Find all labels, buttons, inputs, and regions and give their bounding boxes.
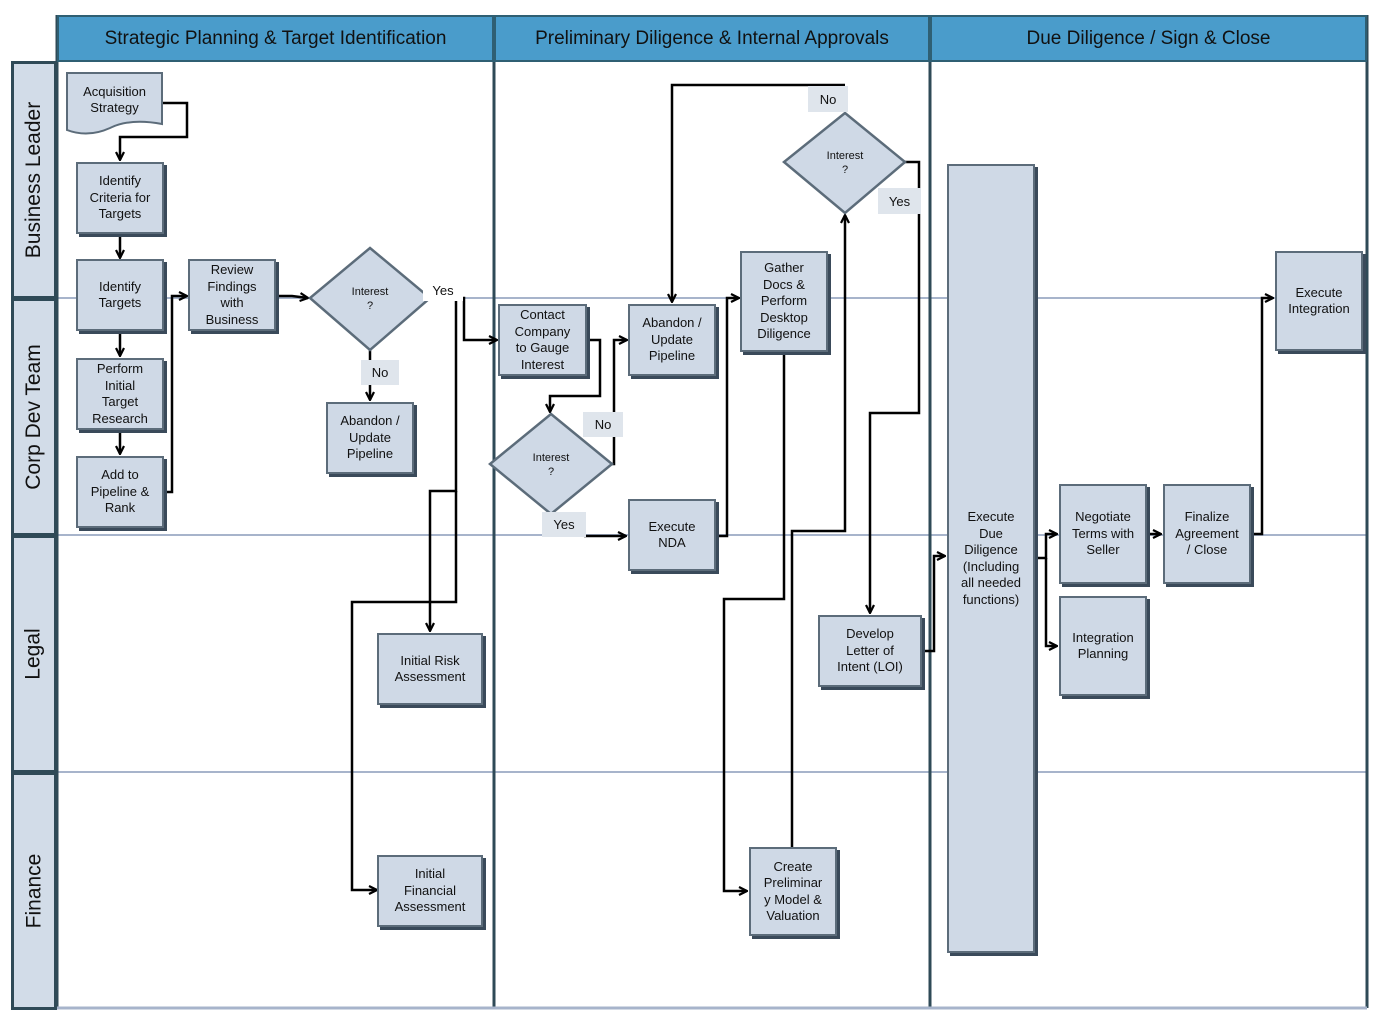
edge-model-interest3 [790,215,845,847]
phase-header-strategic: Strategic Planning & Target Identificati… [57,15,494,62]
node-perform-research: Perform Initial Target Research [76,358,164,430]
lane-label-text: Legal [22,628,46,680]
node-initial-risk: Initial Risk Assessment [377,633,483,705]
node-integration-planning: Integration Planning [1059,596,1147,696]
edge-nda-gather [716,298,739,538]
edge-label-no-1: No [361,360,399,385]
decision-interest-1-label: Interest ? [351,286,389,312]
decision-interest-2-label: Interest ? [532,452,570,478]
edge-add-review [164,296,187,494]
edge-review-interest1 [276,296,308,298]
edge-label-yes-1: Yes [423,279,463,301]
lane-label-text: Corp Dev Team [22,344,46,490]
edge-dd-negotiate [1035,534,1057,560]
lane-business-leader: Business Leader [11,61,57,299]
lane-corp-dev-team: Corp Dev Team [11,298,57,536]
edge-interest3-yes-loi [870,160,921,613]
edge-interest2-no-abandon [612,340,627,466]
edge-dd-integration-planning [1044,558,1057,646]
node-identify-criteria: Identify Criteria for Targets [76,162,164,234]
edge-label-yes-3: Yes [878,188,921,214]
edge-label-no-3: No [808,86,848,112]
edge-gather-model [722,352,786,891]
edge-yes-risk [430,298,458,631]
lane-finance: Finance [11,772,57,1010]
phase-header-due-diligence: Due Diligence / Sign & Close [930,15,1367,62]
node-finalize-agreement: Finalize Agreement / Close [1163,484,1251,584]
edge-contact-interest2 [550,338,602,412]
decision-interest-1 [308,246,432,352]
node-abandon-1: Abandon / Update Pipeline [326,402,414,474]
edge-finalize-integration [1251,298,1273,536]
decision-interest-3 [782,111,907,215]
node-abandon-2: Abandon / Update Pipeline [628,304,716,376]
node-develop-loi: Develop Letter of Intent (LOI) [818,615,922,687]
lane-legal: Legal [11,535,57,773]
node-create-model: Create Preliminar y Model & Valuation [749,847,837,936]
node-execute-nda: Execute NDA [628,499,716,571]
lane-label-text: Finance [22,853,45,929]
document-acquisition-strategy [66,72,163,135]
node-execute-integration: Execute Integration [1275,251,1363,351]
edge-interest3-no-abandon [672,83,845,302]
node-gather-docs: Gather Docs & Perform Desktop Diligence [740,251,828,352]
edge-strategy-criteria [120,101,189,160]
node-acquisition-strategy: Acquisition Strategy [83,84,146,115]
node-negotiate-terms: Negotiate Terms with Seller [1059,484,1147,584]
node-add-to-pipeline: Add to Pipeline & Rank [76,456,164,528]
node-review-findings: Review Findings with Business [188,259,276,331]
decision-interest-3-label: Interest ? [826,150,864,176]
node-initial-financial: Initial Financial Assessment [377,855,483,927]
node-execute-due-diligence: Execute Due Diligence (Including all nee… [947,164,1035,953]
lane-label-text: Business Leader [22,101,45,259]
edge-interest1-yes-contact [430,296,497,340]
edge-label-no-2: No [583,412,623,437]
node-contact-company: Contact Company to Gauge Interest [498,304,587,376]
edge-label-yes-2: Yes [542,512,586,537]
edge-yes-finance [350,491,458,890]
edge-loi-dd [922,556,945,653]
phase-header-preliminary: Preliminary Diligence & Internal Approva… [494,15,930,62]
node-identify-targets: Identify Targets [76,259,164,331]
